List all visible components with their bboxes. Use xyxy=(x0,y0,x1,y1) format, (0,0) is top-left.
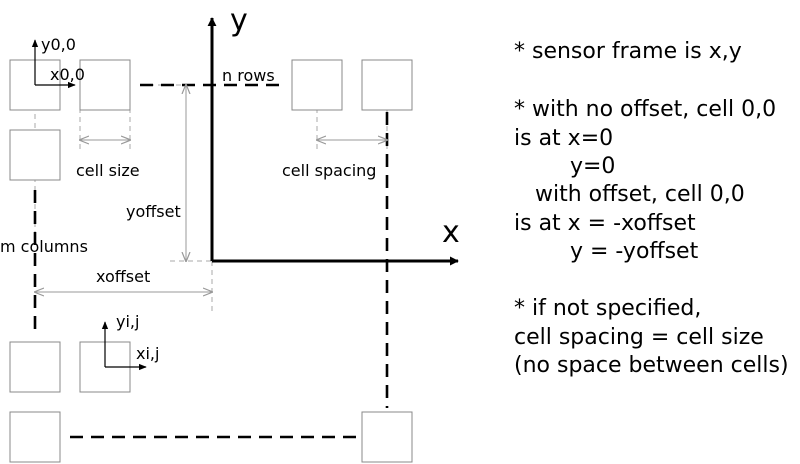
cell-size-label: cell size xyxy=(76,161,140,180)
x00-label: x0,0 xyxy=(50,65,85,84)
n-rows-label: n rows xyxy=(222,66,275,85)
y00-label: y0,0 xyxy=(41,35,76,54)
yij-label: yi,j xyxy=(116,312,139,331)
notes-block: * sensor frame is x,y * with no offset, … xyxy=(514,39,789,378)
note-line: y=0 xyxy=(514,154,615,179)
note-line: is at x=0 xyxy=(514,126,613,151)
yoffset-label: yoffset xyxy=(126,202,181,221)
m-columns-label: m columns xyxy=(0,237,88,256)
cell-top-second-last xyxy=(291,59,343,111)
note-line: * sensor frame is x,y xyxy=(514,39,742,64)
xij-label: xi,j xyxy=(136,344,159,363)
note-line: is at x = -xoffset xyxy=(514,211,696,236)
cell-1-0 xyxy=(79,59,131,111)
cell-bottom-right xyxy=(361,411,413,463)
cell-spacing-label: cell spacing xyxy=(282,161,376,180)
cell-0-1 xyxy=(9,129,61,181)
note-line: with offset, cell 0,0 xyxy=(514,182,745,207)
cell-top-last xyxy=(361,59,413,111)
note-line: * with no offset, cell 0,0 xyxy=(514,97,776,122)
y-axis-label: y xyxy=(230,3,248,38)
note-line: cell spacing = cell size xyxy=(514,325,764,350)
x-axis-label: x xyxy=(442,215,460,250)
cell-left-second-last xyxy=(9,341,61,393)
xoffset-label: xoffset xyxy=(96,267,150,286)
note-line: * if not specified, xyxy=(514,296,701,321)
note-line: (no space between cells) xyxy=(514,353,789,378)
cell-bottom-left xyxy=(9,411,61,463)
note-line: y = -yoffset xyxy=(514,239,699,264)
